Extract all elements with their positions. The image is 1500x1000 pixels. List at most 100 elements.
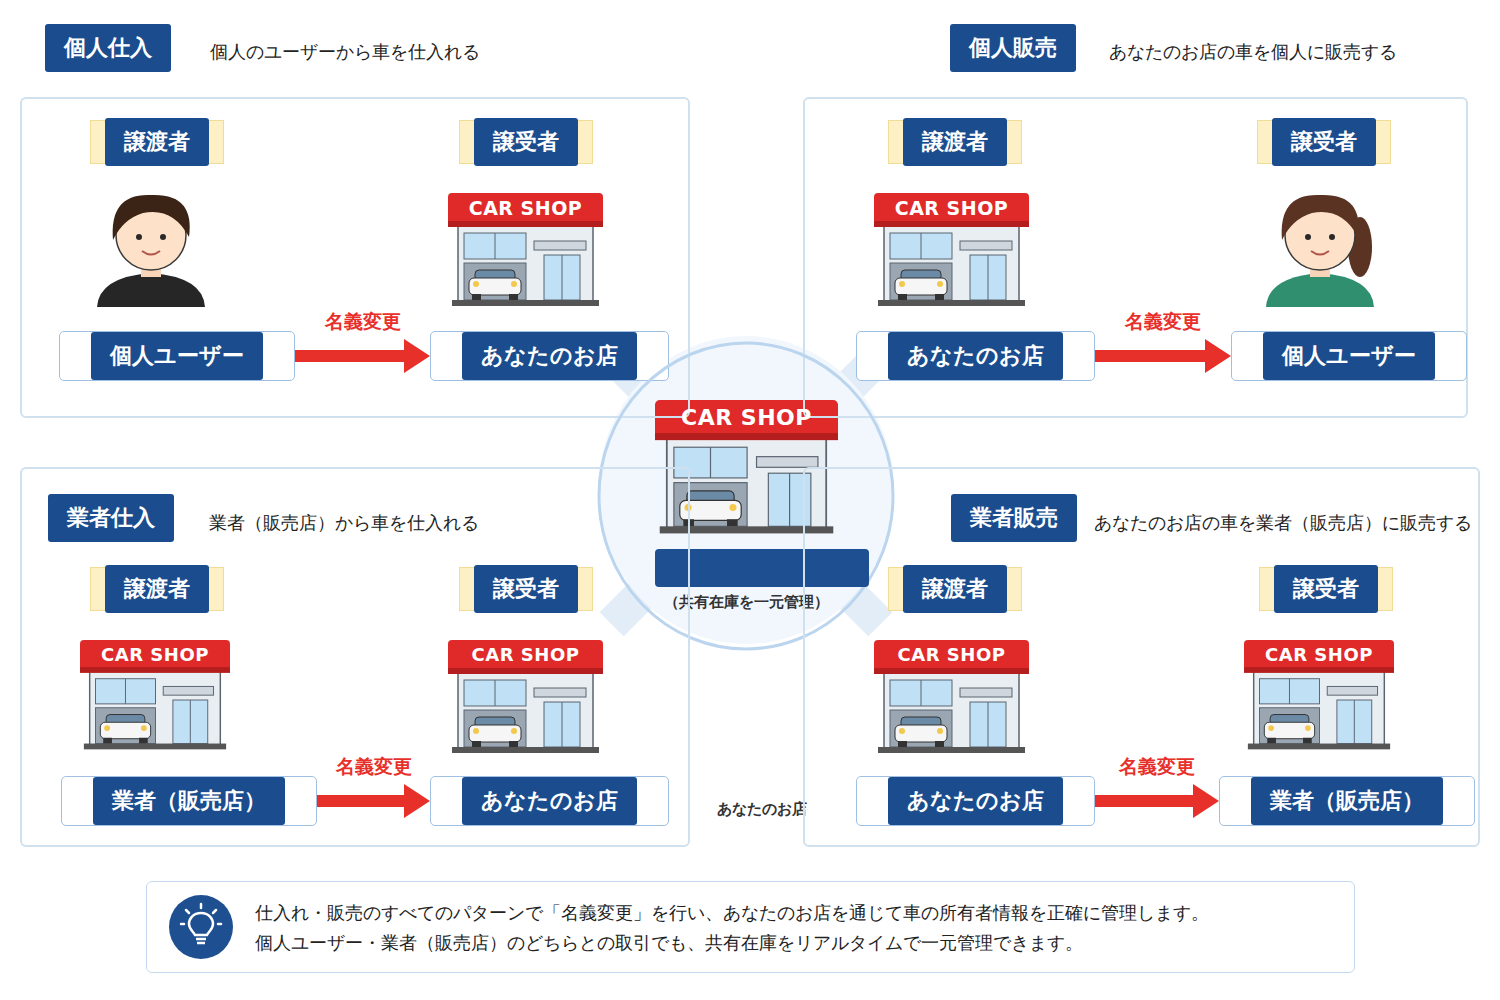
shop-illustration [458, 223, 593, 302]
shop-illustration [895, 725, 947, 742]
hub-caption: （共有在庫を一元管理） [598, 593, 894, 612]
shop-illustration [464, 233, 526, 259]
shop-illustration [1337, 700, 1372, 744]
flow-panel: 譲渡者譲受者個人ユーザーあなたのお店個人仕入個人のユーザーから車を仕入れる [20, 97, 690, 418]
party-box: 個人ユーザー [1231, 331, 1467, 381]
shop-illustration [84, 744, 226, 750]
role-tag: 譲受者 [1257, 120, 1391, 164]
bulb-icon [196, 939, 206, 943]
panel-heading: 業者販売 [951, 494, 1077, 542]
shop-illustration [878, 747, 1025, 753]
shop-illustration [95, 679, 155, 704]
role-tag: 譲受者 [1259, 567, 1393, 611]
panel-heading: 個人仕入 [45, 24, 171, 72]
shop-illustration [921, 680, 922, 706]
woman-illustration [1329, 234, 1335, 240]
box-label: 業者（販売店） [93, 777, 285, 825]
shop-illustration [899, 281, 905, 287]
shop-illustration [960, 241, 1012, 250]
shop-illustration [80, 640, 230, 749]
shop-illustration [469, 725, 521, 742]
party-box: 業者（販売店） [1219, 776, 1475, 826]
transfer-arrow [1095, 339, 1231, 373]
shop-illustration [464, 263, 526, 300]
panel-description: 業者（販売店）から車を仕入れる [209, 508, 479, 538]
note-text: 個人ユーザー・業者（販売店）のどちらとの取引でも、共有在庫をリアルタイムで一元管… [255, 930, 1083, 956]
shop-illustration [473, 728, 479, 734]
shop-illustration [789, 473, 790, 526]
shop-illustration [874, 221, 1029, 227]
shop-illustration [173, 700, 208, 744]
shop-illustration [921, 233, 922, 259]
shop-illustration [970, 255, 1006, 300]
box-label: 譲受者 [474, 118, 578, 166]
arrow-label: 名義変更 [1116, 753, 1198, 779]
shop-illustration [511, 728, 517, 734]
shop-illustration [1244, 640, 1394, 671]
transfer-arrow [1095, 784, 1219, 818]
panel-description: あなたのお店の車を業者（販売店）に販売する [1094, 508, 1472, 538]
shop-illustration [534, 688, 586, 697]
man-illustration [97, 273, 205, 307]
shop-illustration [472, 294, 481, 300]
party-box: 業者（販売店） [61, 776, 317, 826]
shop-illustration [469, 278, 521, 295]
shop-illustration [935, 294, 944, 300]
role-tag: 譲受者 [459, 567, 593, 611]
man-illustration [113, 195, 190, 240]
shop-illustration [1267, 738, 1276, 744]
shop-illustration [1259, 679, 1319, 704]
party-box: 個人ユーザー [59, 331, 295, 381]
shop-illustration [899, 728, 905, 734]
shop-illustration [472, 741, 481, 747]
role-tag: 譲渡者 [90, 567, 224, 611]
shop-illustration [1259, 708, 1319, 744]
box-label: 譲受者 [1274, 565, 1378, 613]
shop-illustration [90, 669, 221, 745]
shop-illustration [141, 725, 147, 731]
shop-illustration [655, 433, 838, 440]
shop-illustration [1303, 738, 1312, 744]
shop-illustration [890, 263, 952, 300]
note-box: 仕入れ・販売のすべてのパターンで「名義変更」を行い、あなたのお店を通じて車の所有… [146, 881, 1355, 973]
transfer-arrow [295, 339, 430, 373]
shop-sign-text: CAR SHOP [895, 199, 1009, 218]
shop-illustration [1289, 679, 1290, 704]
shop-illustration [163, 686, 213, 695]
shop-illustration [890, 233, 952, 259]
shop-illustration [544, 255, 580, 300]
shop-illustration [473, 281, 479, 287]
party-box: あなたのお店 [856, 331, 1095, 381]
shop-sign-text: CAR SHOP [898, 646, 1006, 664]
role-tag: 譲渡者 [888, 567, 1022, 611]
box-label: 譲渡者 [903, 565, 1007, 613]
shop-illustration [495, 233, 496, 259]
shop-sign-text: CAR SHOP [681, 407, 812, 429]
shop-illustration [1244, 640, 1394, 749]
box-label: 譲受者 [1272, 118, 1376, 166]
role-tag: 譲渡者 [888, 120, 1022, 164]
shop-illustration [937, 728, 943, 734]
arrow-label: 名義変更 [1122, 308, 1204, 334]
shop-illustration [895, 278, 947, 295]
shop-illustration [970, 702, 1006, 747]
hub-circle-outline [599, 343, 893, 649]
shop-illustration [458, 670, 593, 749]
shop-illustration [1354, 700, 1355, 744]
shop-illustration [898, 294, 907, 300]
shop-illustration [544, 702, 580, 747]
bulb-icon [169, 895, 233, 959]
shop-sign-text: CAR SHOP [472, 646, 580, 664]
shop-illustration [448, 668, 603, 674]
shop-illustration [874, 640, 1029, 672]
shop-illustration [452, 747, 599, 753]
shop-illustration [448, 193, 603, 225]
man-illustration [97, 195, 205, 307]
shop-illustration [1248, 744, 1390, 750]
shop-sign-text: CAR SHOP [101, 646, 209, 664]
hub-circle-fill [598, 336, 894, 644]
shop-illustration [890, 710, 952, 747]
box-label: あなたのお店 [655, 800, 869, 819]
woman-illustration [1305, 234, 1311, 240]
shop-illustration [80, 640, 230, 671]
